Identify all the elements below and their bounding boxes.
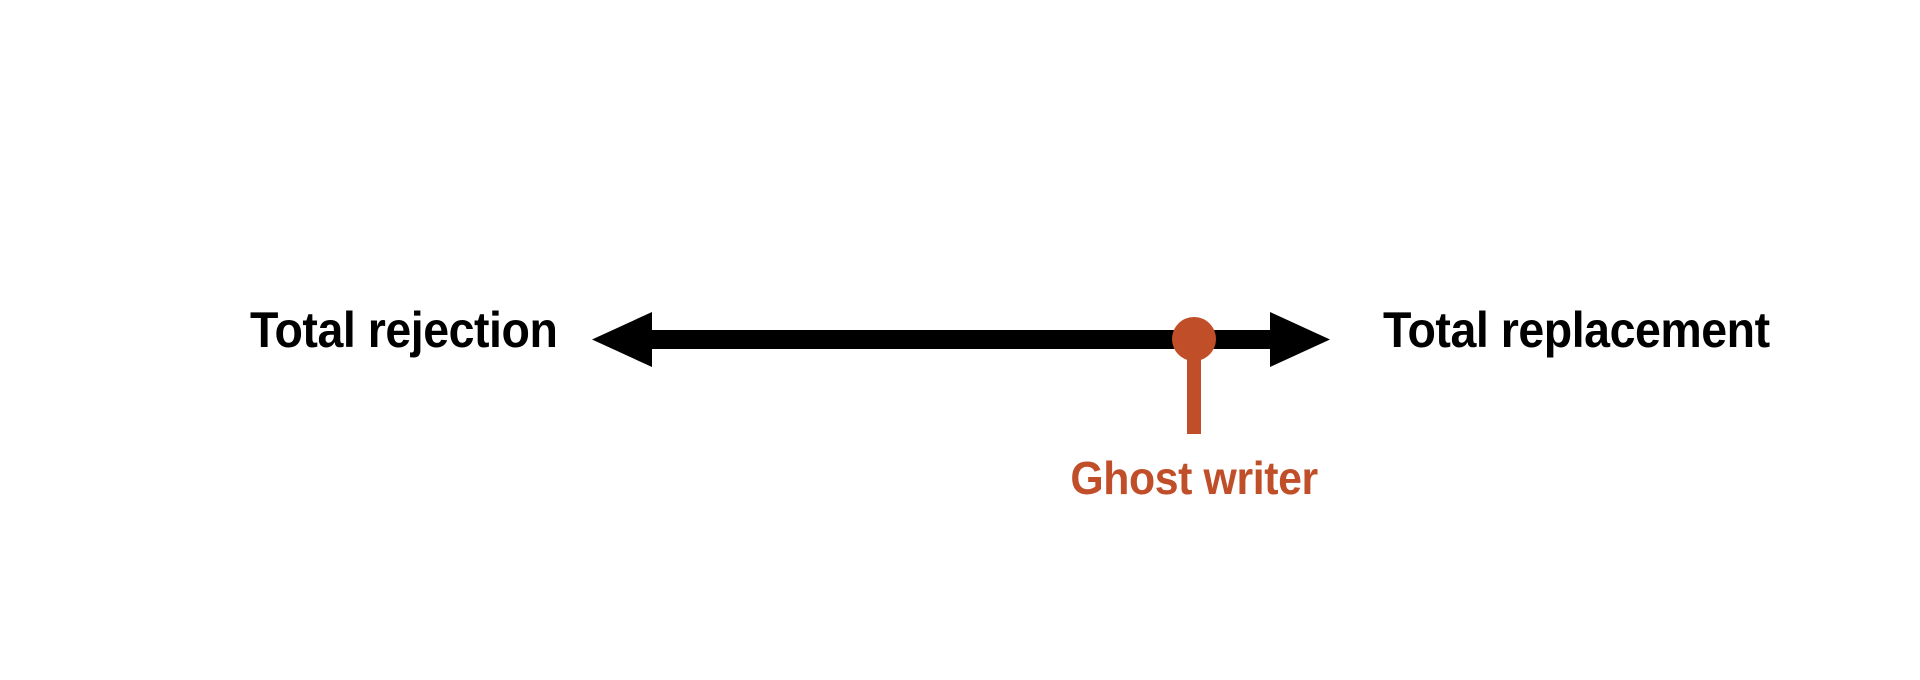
axis-right-arrowhead — [1270, 312, 1330, 367]
axis-left-arrowhead — [592, 312, 652, 367]
marker-label-ghost-writer: Ghost writer — [1070, 452, 1318, 504]
axis-shaft — [640, 330, 1285, 349]
marker-stem-ghost-writer — [1187, 339, 1201, 434]
marker-dot-ghost-writer[interactable] — [1172, 317, 1216, 361]
axis-right-pole-label: Total replacement — [1383, 302, 1770, 358]
axis-left-pole-label: Total rejection — [250, 302, 558, 358]
